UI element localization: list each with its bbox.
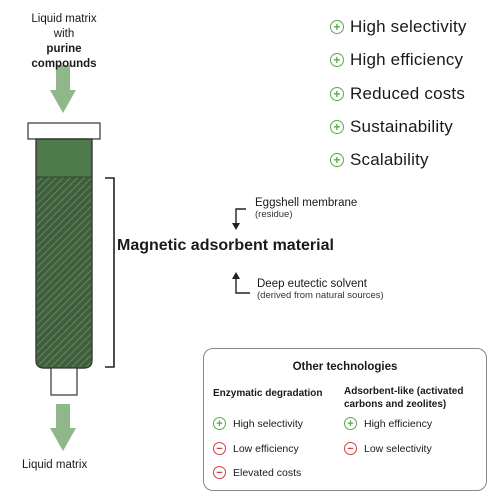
benefit-item: + Scalability bbox=[330, 150, 429, 170]
output-arrow bbox=[50, 404, 76, 451]
benefit-item: + High efficiency bbox=[330, 50, 463, 70]
plus-icon: + bbox=[330, 87, 344, 101]
input-label-line1: Liquid matrix bbox=[31, 13, 97, 25]
col2-item-label: High efficiency bbox=[364, 417, 433, 430]
col2-item-label: Low selectivity bbox=[364, 442, 432, 455]
other-technologies-box: Other technologies Enzymatic degradation… bbox=[203, 348, 487, 491]
eggshell-title: Eggshell membrane bbox=[255, 197, 358, 209]
des-sub: (derived from natural sources) bbox=[257, 290, 384, 301]
col2-heading: Adsorbent-like (activated carbons and ze… bbox=[344, 385, 463, 411]
des-arrow bbox=[232, 272, 250, 294]
col1-item-label: High selectivity bbox=[233, 417, 304, 430]
col2-item: + High efficiency bbox=[344, 417, 432, 430]
minus-icon: − bbox=[344, 442, 357, 455]
input-label-bold: purine compounds bbox=[31, 43, 97, 70]
col2-heading-line2: carbons and zeolites) bbox=[344, 399, 447, 410]
bracket bbox=[105, 177, 115, 368]
column-cap bbox=[27, 122, 101, 140]
output-label: Liquid matrix bbox=[22, 459, 88, 471]
plus-icon: + bbox=[344, 417, 357, 430]
main-label: Magnetic adsorbent material bbox=[117, 237, 334, 254]
input-arrow bbox=[50, 65, 76, 113]
plus-icon: + bbox=[330, 153, 344, 167]
minus-icon: − bbox=[213, 442, 226, 455]
plus-icon: + bbox=[330, 120, 344, 134]
plus-icon: + bbox=[330, 20, 344, 34]
eggshell-arrow bbox=[232, 208, 246, 230]
col1-item-label: Elevated costs bbox=[233, 466, 302, 479]
col2-item: − Low selectivity bbox=[344, 442, 432, 455]
box-title: Other technologies bbox=[292, 361, 398, 373]
col1-heading: Enzymatic degradation bbox=[213, 388, 323, 399]
benefit-label: High efficiency bbox=[350, 50, 464, 69]
col1-item: + High selectivity bbox=[213, 417, 303, 430]
col1-item-label: Low efficiency bbox=[233, 442, 299, 455]
col2-heading-line1: Adsorbent-like (activated bbox=[344, 386, 464, 397]
benefit-label: Sustainability bbox=[350, 117, 453, 136]
eggshell-note: Eggshell membrane (residue) bbox=[255, 197, 357, 220]
benefit-label: Reduced costs bbox=[350, 84, 466, 103]
plus-icon: + bbox=[213, 417, 226, 430]
benefit-label: Scalability bbox=[350, 150, 429, 169]
des-title: Deep eutectic solvent bbox=[257, 278, 367, 290]
col1-item: − Low efficiency bbox=[213, 442, 299, 455]
des-note: Deep eutectic solvent (derived from natu… bbox=[257, 278, 384, 301]
benefit-label: High selectivity bbox=[350, 17, 467, 36]
input-label-line2: with bbox=[53, 28, 75, 40]
col1-item: − Elevated costs bbox=[213, 466, 301, 479]
eggshell-sub: (residue) bbox=[255, 209, 293, 220]
benefit-item: + Reduced costs bbox=[330, 84, 465, 104]
input-label: Liquid matrix with purine compounds bbox=[14, 12, 114, 72]
benefit-item: + High selectivity bbox=[330, 17, 467, 37]
plus-icon: + bbox=[330, 53, 344, 67]
minus-icon: − bbox=[213, 466, 226, 479]
column-body bbox=[35, 138, 93, 369]
benefit-item: + Sustainability bbox=[330, 117, 453, 137]
column-tip bbox=[50, 367, 78, 396]
